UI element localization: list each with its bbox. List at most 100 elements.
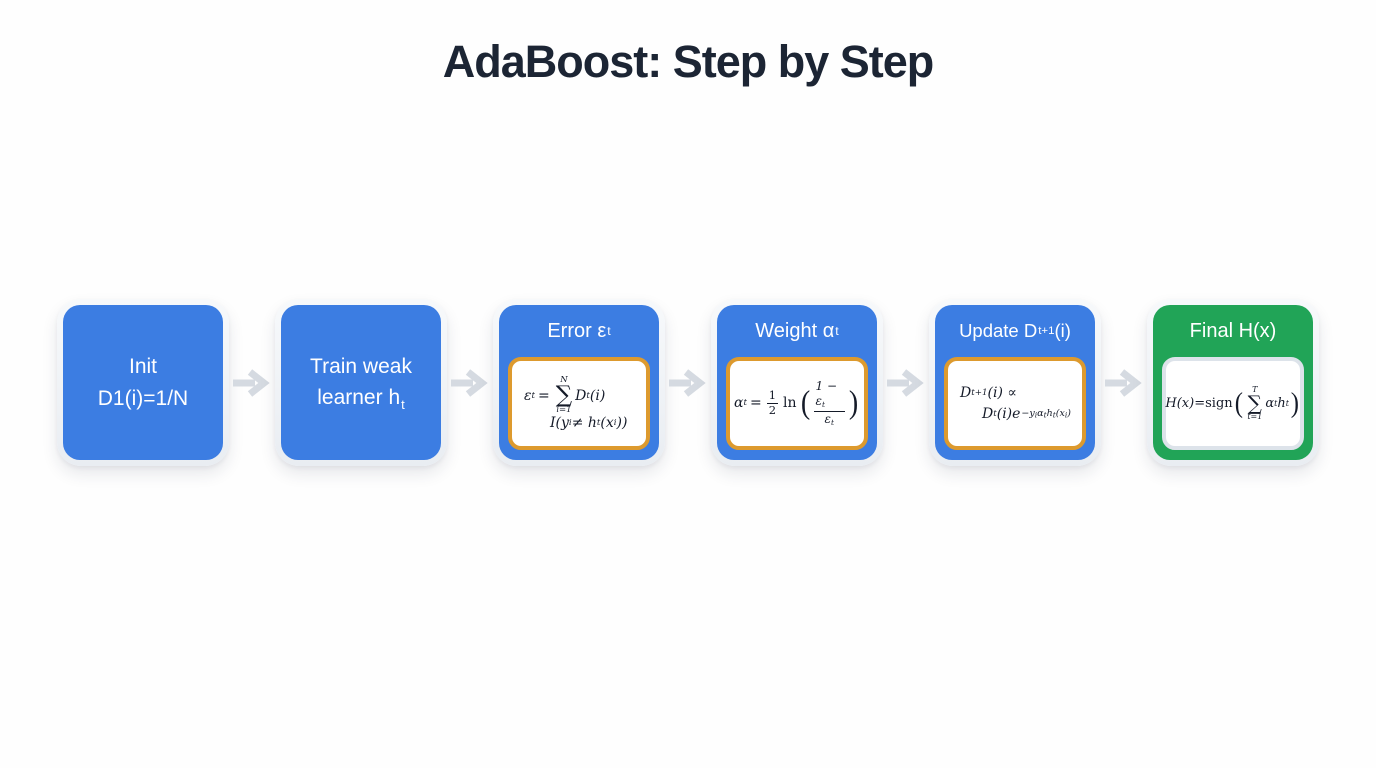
math-token: )): [616, 414, 628, 431]
node-init-line2: D1(i)=1/N: [97, 386, 189, 410]
math-token: t+1: [971, 388, 988, 398]
node-train-line2-sub: t: [401, 396, 405, 412]
fraction-error-ratio: 1 − εt εt: [813, 379, 845, 428]
math-token: D: [575, 387, 587, 404]
big-paren-right: ): [1290, 386, 1299, 419]
math-token: t: [830, 417, 834, 427]
exponent: −yiαtht(xi): [1021, 409, 1071, 419]
math-token: (i)e: [996, 406, 1021, 422]
arrow-right-icon: [669, 368, 706, 397]
math-token: i: [1034, 410, 1038, 420]
flow-arrow-4: [883, 365, 929, 401]
node-error-header-text: Error ε: [547, 319, 607, 342]
node-train-line2: learner ht: [317, 382, 405, 414]
arrow-right-icon: [233, 368, 270, 397]
math-token: =: [538, 387, 550, 404]
arrow-right-icon: [887, 368, 924, 397]
summation: T ∑ t=1: [1247, 386, 1262, 421]
math-token: 1: [766, 388, 779, 405]
math-token: (i): [589, 387, 606, 404]
math-token: −y: [1021, 408, 1035, 419]
math-token: t: [1285, 399, 1289, 408]
math-token: I(y: [550, 414, 569, 431]
node-final-header-text: Final H(x): [1189, 319, 1277, 342]
math-token: H(x): [1165, 396, 1195, 411]
math-token: sign: [1205, 396, 1233, 411]
math-token: t: [1043, 410, 1047, 420]
sigma-sum-symbol: ∑: [1247, 391, 1262, 415]
math-token: α: [1265, 396, 1275, 411]
math-token: α: [1037, 408, 1044, 419]
math-token: =: [749, 395, 762, 412]
sigma-sum-symbol: ∑: [555, 381, 573, 408]
math-token: ln: [783, 395, 797, 412]
math-token: t: [596, 417, 601, 428]
math-token: h: [1277, 396, 1286, 411]
node-update-header-text: Update D: [959, 320, 1038, 341]
math-token-group: εt: [825, 412, 834, 428]
flowchart: Init D1(i)=1/N Train weak learner ht: [0, 299, 1376, 466]
arrow-right-icon: [451, 368, 488, 397]
node-train-body: Train weak learner ht: [281, 305, 441, 460]
math-token: t=1: [1247, 412, 1263, 421]
node-init-label: Init D1(i)=1/N: [63, 305, 223, 460]
flow-arrow-2: [447, 365, 493, 401]
math-token: D: [960, 385, 972, 401]
node-init: Init D1(i)=1/N: [57, 299, 229, 466]
math-token: (x: [1055, 408, 1065, 419]
math-token-group: 1 − εt: [813, 379, 845, 412]
math-token: =: [1194, 396, 1206, 411]
math-token: t: [993, 409, 997, 419]
big-paren-left: (: [1234, 386, 1243, 419]
math-token: ): [1067, 408, 1071, 419]
math-token: T: [1252, 385, 1258, 394]
math-token: i: [568, 417, 572, 428]
math-token: 1 − ε: [815, 379, 838, 408]
math-token: ≠ h: [571, 414, 597, 431]
flow-arrow-1: [229, 365, 275, 401]
math-token: ε: [524, 387, 532, 404]
math-token: t: [586, 390, 590, 401]
math-token: ε: [824, 411, 831, 426]
node-final-header: Final H(x): [1153, 305, 1313, 357]
math-token: D: [982, 406, 994, 422]
math-token: i: [1064, 410, 1068, 420]
node-error-header-sub: t: [607, 324, 611, 338]
node-weight-header-sub: t: [835, 324, 839, 338]
big-paren-right: ): [848, 385, 859, 422]
node-weight-header-text: Weight α: [755, 319, 835, 342]
math-token: i=1: [556, 405, 572, 416]
node-train: Train weak learner ht: [275, 299, 447, 466]
node-train-label: Train weak learner ht: [281, 305, 441, 460]
math-token: t: [1052, 410, 1056, 420]
math-token: t: [743, 398, 747, 409]
summation: N ∑ i=1: [556, 376, 572, 415]
math-token: t: [1274, 399, 1278, 408]
node-update-header-tail: (i): [1054, 320, 1071, 341]
math-token: t: [531, 390, 536, 401]
math-token: 2: [768, 403, 777, 418]
big-paren-left: (: [800, 385, 810, 422]
flow-arrow-3: [665, 365, 711, 401]
flow-arrow-5: [1101, 365, 1147, 401]
page-title: AdaBoost: Step by Step: [442, 36, 935, 87]
